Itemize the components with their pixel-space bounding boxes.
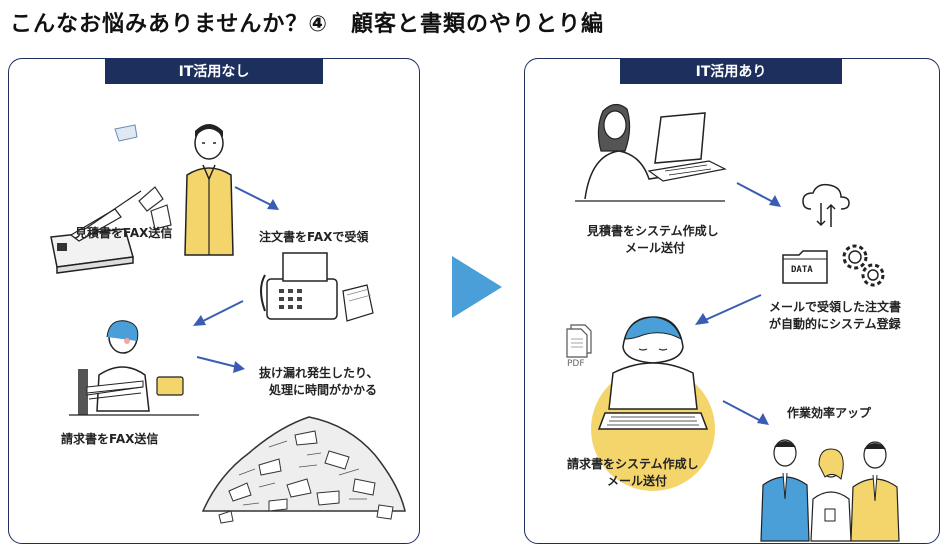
result-label-efficiency-up: 作業効率アップ [787,406,872,420]
woman-laptop-illustration [575,103,727,202]
data-folder-icon [782,250,828,284]
panel-with-it: IT活用あり 見積書をシステム作成し メール送付 DATA メールで受領した注文… [524,58,940,544]
big-transition-arrow [452,256,502,318]
it-step2-label-line-2: が自動的にシステム登録 [769,317,901,331]
woman-at-desk-illustration [69,320,199,416]
it-step1-label-line-2: メール送付 [625,241,686,255]
problem-label-line-1: 抜け漏れ発生したり、 [259,366,379,380]
it-flow-arrow-3 [722,400,769,425]
it-flow-arrow-1 [736,182,781,207]
pdf-icon-text: PDF [567,359,585,369]
flow-arrow-1 [234,186,279,210]
it-flow-arrow-2 [695,294,762,325]
panel-header-with-it: IT活用あり [620,58,842,84]
woman-typing-circle-illustration [591,316,715,491]
it-step3-label-line-1: 請求書をシステム作成し [567,457,699,471]
problem-label-line-2: 処理に時間がかかる [269,383,378,397]
it-step2-label-line-1: メールで受領した注文書 [769,300,902,314]
fax-machine-sending-illustration [50,190,142,274]
worried-man-illustration [184,124,234,256]
data-folder-text: DATA [791,265,813,275]
fax-telephone-illustration [260,252,374,322]
business-team-illustration [760,439,900,542]
step-label-send-invoice-fax: 請求書をFAX送信 [61,432,159,446]
it-step3-label-line-2: メール送付 [607,474,668,488]
flow-arrow-2 [193,300,244,326]
gears-icon [842,244,885,287]
paper-pile-illustration [201,416,406,524]
cloud-sync-icon [802,183,850,227]
step-label-send-quote-fax: 見積書をFAX送信 [75,226,173,240]
panel-without-it: IT活用なし 見積書をFAX送信 注文書をFAXで受領 [8,58,420,544]
panel-header-without-it: IT活用なし [105,58,323,84]
pdf-document-icon [566,324,592,358]
step-label-receive-order-fax: 注文書をFAXで受領 [259,230,369,244]
page-title: こんなお悩みありませんか？④ 顧客と書類のやりとり編 [10,12,604,37]
flow-arrow-3 [196,356,245,373]
flying-papers-illustration [114,124,172,230]
it-step1-label-line-1: 見積書をシステム作成し [587,224,719,238]
